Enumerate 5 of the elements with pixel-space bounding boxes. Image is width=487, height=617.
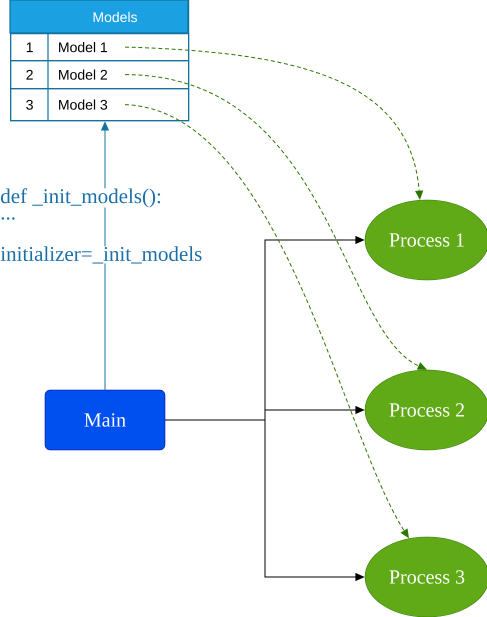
- table-row: 3 Model 3: [10, 88, 190, 122]
- process-box: Main: [44, 390, 166, 450]
- code-line: ...: [0, 217, 16, 220]
- table-row: 1 Model 1: [10, 33, 190, 62]
- table-row: 2 Model 2: [10, 60, 190, 90]
